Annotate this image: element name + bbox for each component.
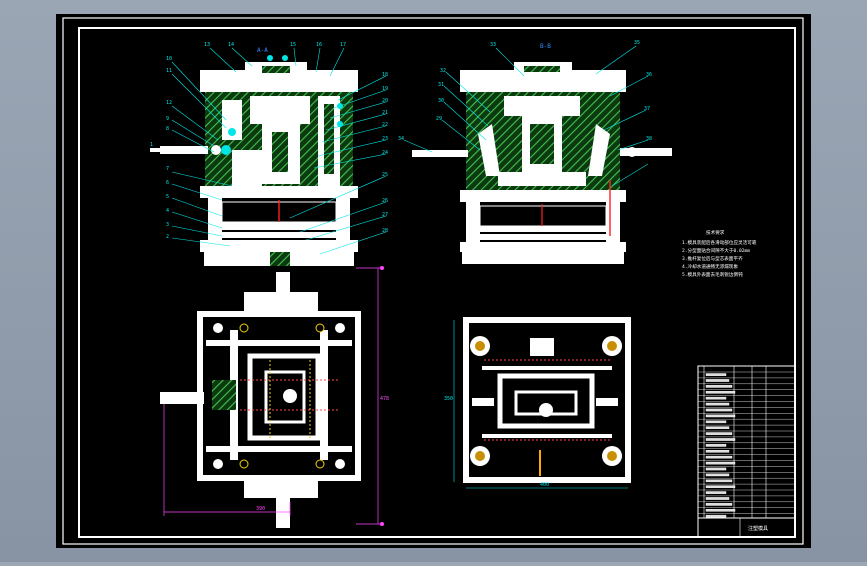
bom-cell-text	[705, 385, 733, 388]
bom-cell-text	[705, 509, 736, 512]
title-block: 注塑模具	[697, 365, 796, 538]
bom-cell-text	[705, 420, 727, 424]
plan-view-right	[463, 317, 631, 483]
svg-text:38: 38	[646, 136, 652, 142]
dim-right-plan-width: 400	[540, 482, 549, 488]
svg-text:15: 15	[290, 42, 296, 48]
section-view-left: A-A	[150, 47, 358, 266]
bom-cell-text	[705, 408, 733, 412]
view-label-right: B-B	[540, 43, 551, 50]
dim-right-plan-height: 350	[444, 396, 453, 402]
dim-left-plan-width: 390	[256, 506, 265, 512]
bom-cell-text	[705, 497, 730, 500]
svg-text:8: 8	[166, 126, 169, 132]
svg-text:33: 33	[490, 42, 496, 48]
drawing-sheet	[56, 14, 811, 548]
svg-text:11: 11	[166, 68, 172, 74]
svg-text:21: 21	[382, 110, 388, 116]
bom-cell-text	[705, 467, 727, 471]
plan-view-left	[160, 272, 361, 528]
outer-border	[62, 17, 804, 545]
svg-text:31: 31	[438, 82, 444, 88]
bom-cell-text	[705, 402, 730, 406]
svg-text:30: 30	[438, 98, 444, 104]
svg-text:1.模具装配后各滑动部位应灵活可靠: 1.模具装配后各滑动部位应灵活可靠	[682, 239, 757, 246]
bom-cell-text	[705, 503, 733, 506]
part-numbers-left: 10 11 12 9 8 7 6 5 4 3 2 1 13 14 15 16 1…	[150, 42, 388, 240]
bom-cell-text	[705, 450, 730, 453]
svg-text:16: 16	[316, 42, 322, 48]
technical-requirements: 技术要求 1.模具装配后各滑动部位应灵活可靠 2.分型面贴合间隙不大于0.02m…	[682, 229, 757, 278]
part-numbers-right: 33 35 36 37 32 31 30 29 34 38	[398, 40, 652, 142]
bom-cell-text	[705, 491, 727, 494]
svg-text:17: 17	[340, 42, 346, 48]
svg-text:26: 26	[382, 198, 388, 204]
svg-text:4.冷却水道通畅无渗漏现象: 4.冷却水道通畅无渗漏现象	[682, 263, 738, 270]
svg-text:1: 1	[150, 142, 153, 148]
svg-text:2: 2	[166, 234, 169, 240]
inner-border	[78, 27, 796, 538]
svg-text:10: 10	[166, 56, 172, 62]
bom-cell-text	[705, 473, 730, 477]
svg-text:2.分型面贴合间隙不大于0.02mm: 2.分型面贴合间隙不大于0.02mm	[682, 247, 750, 254]
svg-text:19: 19	[382, 86, 388, 92]
svg-text:29: 29	[436, 116, 442, 122]
svg-text:24: 24	[382, 150, 388, 156]
svg-text:18: 18	[382, 72, 388, 78]
bom-cell-text	[705, 485, 736, 489]
bom-cell-text	[705, 444, 727, 447]
svg-text:3.推杆复位后与型芯表面平齐: 3.推杆复位后与型芯表面平齐	[682, 255, 743, 262]
tech-title: 技术要求	[706, 229, 725, 236]
svg-text:34: 34	[398, 136, 404, 142]
title-block-caption: 注塑模具	[748, 525, 768, 532]
svg-text:35: 35	[634, 40, 640, 46]
bom-cell-text	[705, 396, 727, 400]
svg-text:9: 9	[166, 116, 169, 122]
svg-text:5: 5	[166, 194, 169, 200]
dimension-lines-right	[453, 320, 628, 489]
bom-cell-text	[705, 379, 730, 382]
svg-text:27: 27	[382, 212, 388, 218]
svg-text:25: 25	[382, 172, 388, 178]
dimension-lines-left	[163, 267, 382, 525]
svg-text:23: 23	[382, 136, 388, 142]
svg-text:37: 37	[644, 106, 650, 112]
bom-table	[698, 371, 795, 518]
dimension-text-left: 478 390	[256, 396, 389, 512]
bom-cell-text	[705, 461, 736, 465]
svg-text:36: 36	[646, 72, 652, 78]
section-view-right: B-B	[412, 43, 672, 264]
svg-text:3: 3	[166, 222, 169, 228]
svg-text:12: 12	[166, 100, 172, 106]
svg-text:28: 28	[382, 228, 388, 234]
bom-cell-text	[705, 426, 730, 430]
svg-text:32: 32	[440, 68, 446, 74]
bom-cell-text	[705, 373, 727, 376]
bom-cell-text	[705, 514, 727, 518]
bom-cell-text	[705, 391, 736, 394]
leader-lines-left	[171, 47, 387, 255]
svg-text:14: 14	[228, 42, 234, 48]
bom-cell-text	[705, 432, 733, 435]
svg-text:4: 4	[166, 208, 169, 214]
leader-lines-right	[403, 45, 649, 187]
view-label-left: A-A	[257, 47, 268, 54]
bom-cell-text	[705, 455, 733, 459]
svg-text:6: 6	[166, 180, 169, 186]
svg-text:7: 7	[166, 166, 169, 172]
bom-cell-text	[705, 414, 736, 418]
bom-cell-text	[705, 438, 736, 441]
svg-text:20: 20	[382, 98, 388, 104]
svg-text:22: 22	[382, 122, 388, 128]
bom-cell-text	[705, 479, 733, 483]
dim-left-plan-height: 478	[380, 396, 389, 402]
svg-text:13: 13	[204, 42, 210, 48]
svg-text:5.模具外表面去毛刺锐边倒钝: 5.模具外表面去毛刺锐边倒钝	[682, 271, 743, 278]
dimension-text-right: 350 400	[444, 396, 549, 488]
